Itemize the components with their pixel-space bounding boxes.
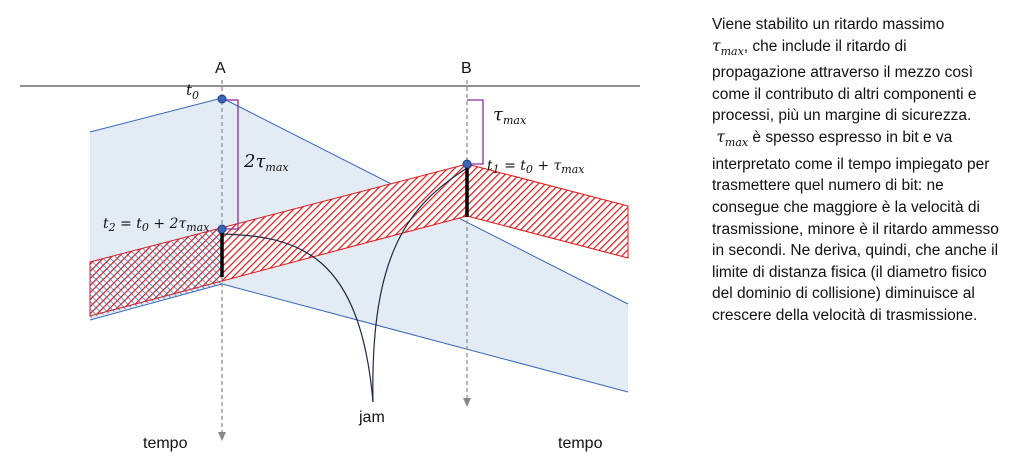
paragraph-2: τmax è spesso espresso in bit e va inter… xyxy=(712,127,1002,326)
tempo-label-right: tempo xyxy=(558,435,603,452)
t0-label: t0 xyxy=(186,81,199,102)
station-b-label: B xyxy=(461,60,472,77)
jam-curve-from-a xyxy=(221,233,374,403)
band-edge-bottom-left xyxy=(89,283,223,321)
two-tau-bracket xyxy=(222,99,239,230)
t2-equation: t2 = t0 + 2τmax xyxy=(103,216,210,234)
p1-intro: Viene stabilito un ritardo massimo xyxy=(712,16,945,33)
collision-diagram: A B t0 2τmax τmax t1 = t0 + τmax t2 = t0… xyxy=(20,60,640,452)
t2-marker xyxy=(217,224,227,234)
tau-bracket xyxy=(467,99,484,165)
overlap-hatch xyxy=(90,228,222,318)
arrow-down-icon xyxy=(218,432,226,441)
band-edge-bottom-right xyxy=(221,283,629,393)
jam-label: jam xyxy=(358,409,385,426)
tempo-label-left: tempo xyxy=(143,435,188,452)
t1-marker xyxy=(462,159,472,169)
t1-equation: t1 = t0 + τmax xyxy=(487,158,585,176)
band-edge-top-left xyxy=(89,97,223,133)
tau-max-symbol: τmax xyxy=(712,36,744,58)
tau-label: τmax xyxy=(493,104,527,127)
tau-max-symbol: τmax xyxy=(716,128,749,150)
p2-body: è spesso espresso in bit e va interpreta… xyxy=(712,129,999,324)
jam-curve-from-b xyxy=(372,167,468,403)
station-a-label: A xyxy=(215,60,226,77)
paragraph-1: Viene stabilito un ritardo massimo τmax, … xyxy=(712,14,1002,127)
two-tau-label: 2τmax xyxy=(243,151,289,174)
arrow-down-icon xyxy=(463,398,471,407)
t0-marker xyxy=(217,94,227,104)
p1-body: , che include il ritardo di propagazione… xyxy=(712,37,977,125)
